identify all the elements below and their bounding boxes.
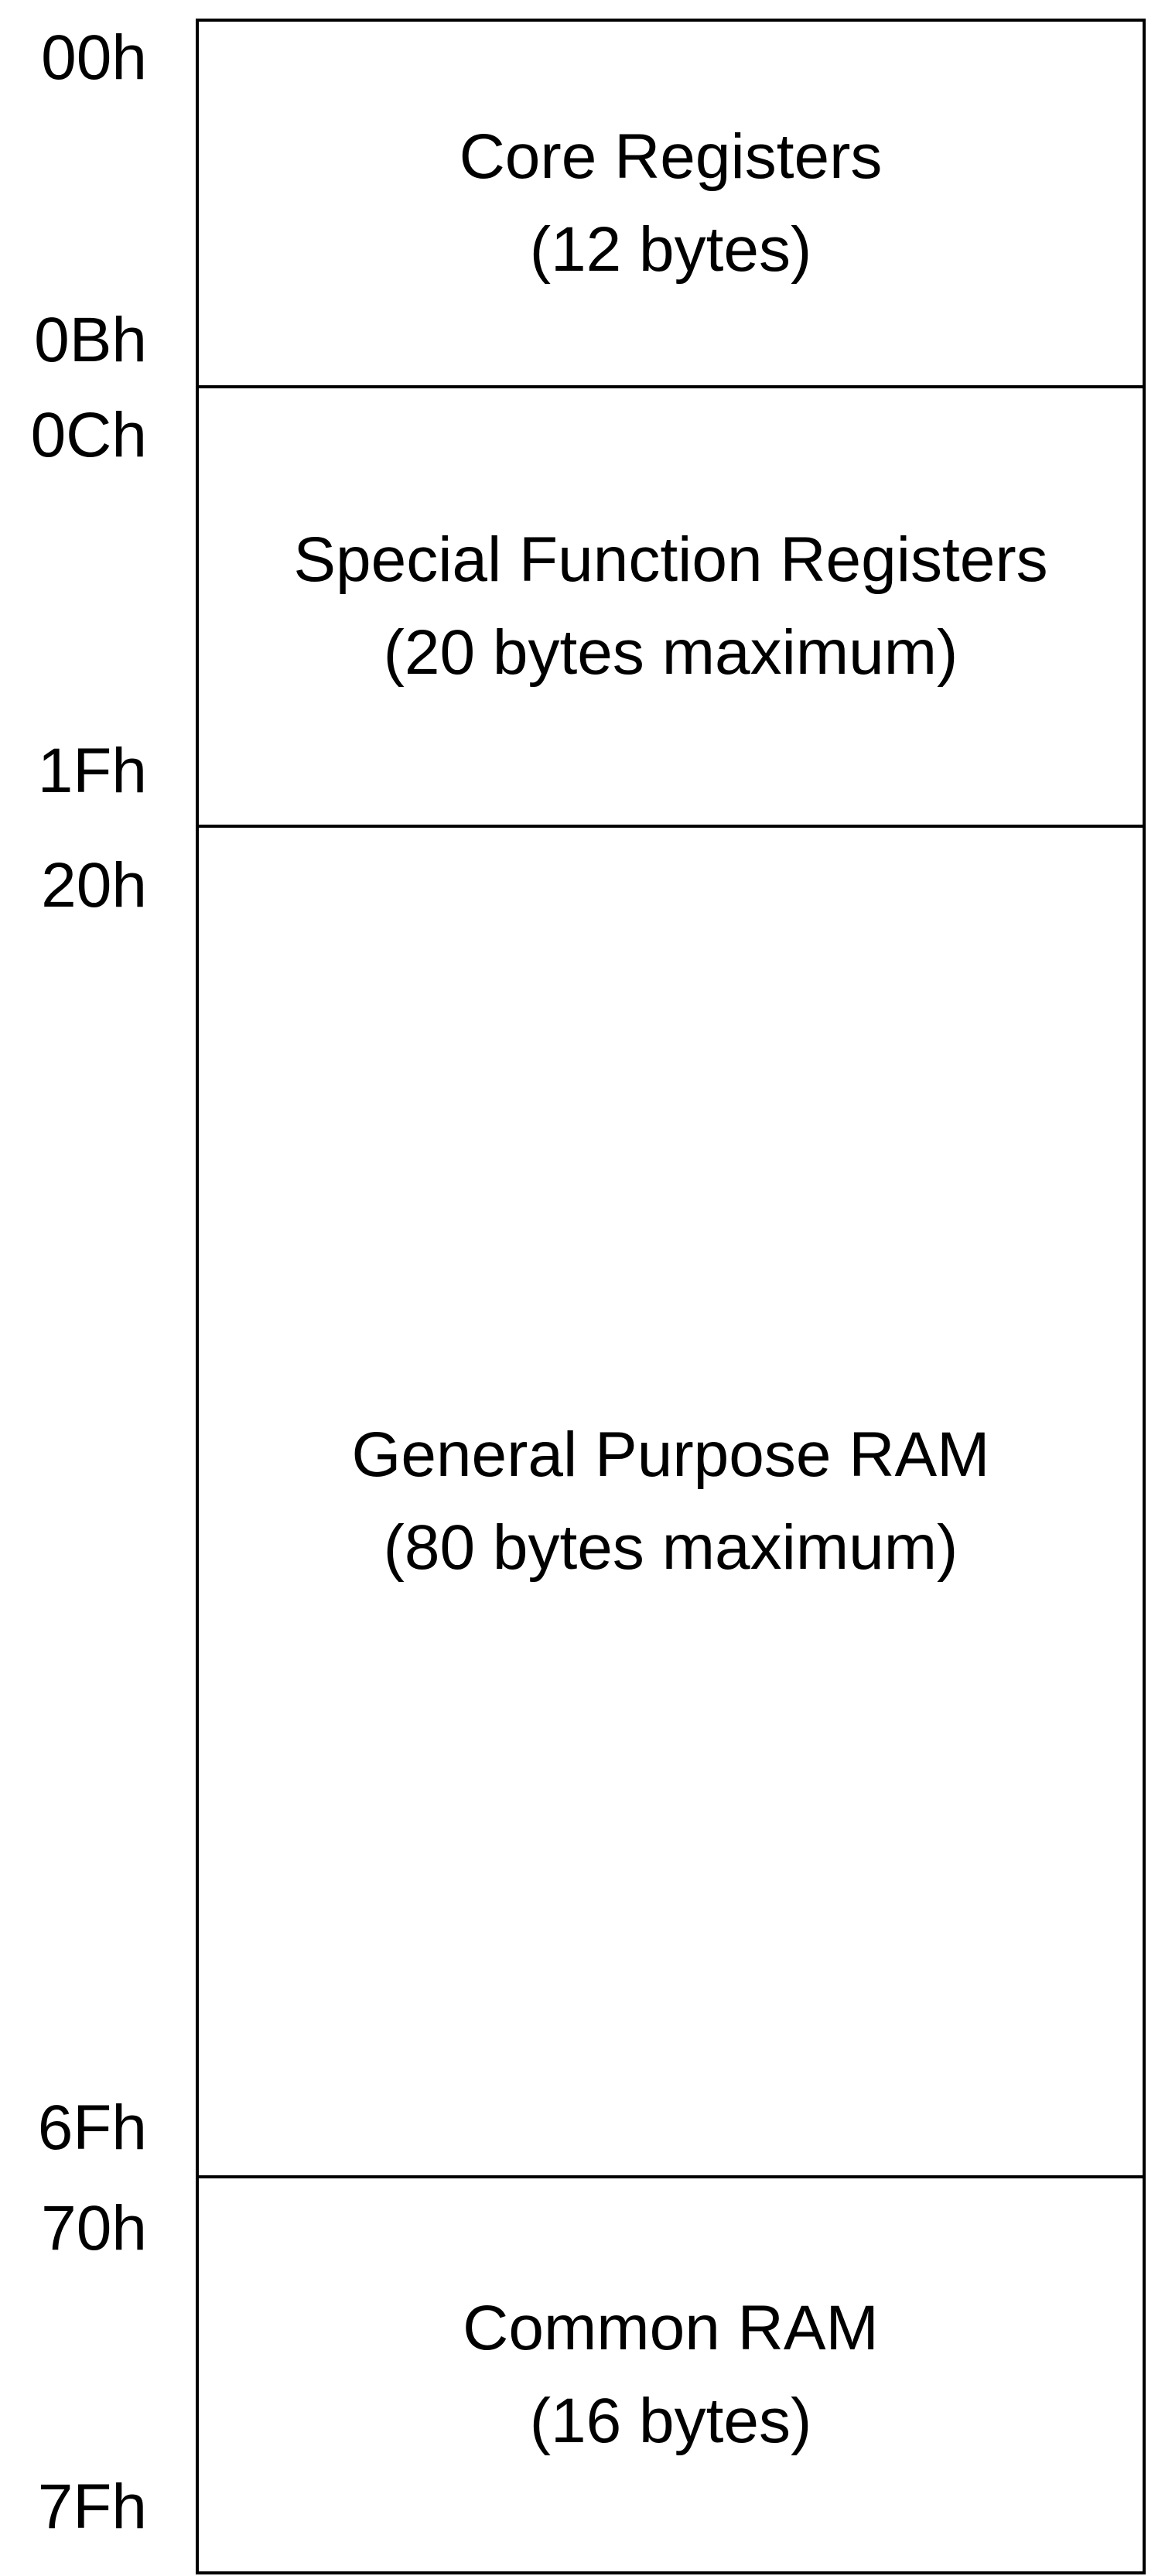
region-general-purpose-ram: General Purpose RAM (80 bytes maximum) [199,825,1143,2175]
region-sfr-label: Special Function Registers (20 bytes max… [293,514,1047,699]
address-label-common-end: 7Fh [37,2472,147,2542]
region-name: Common RAM [463,2293,879,2363]
region-gpr-label: General Purpose RAM (80 bytes maximum) [352,1409,990,1594]
region-size: (80 bytes maximum) [383,1512,958,1583]
region-common-ram-label: Common RAM (16 bytes) [463,2282,879,2468]
region-size: (12 bytes) [529,214,812,285]
region-name: Special Function Registers [293,524,1048,595]
memory-column: Core Registers (12 bytes) Special Functi… [196,19,1146,2574]
region-core-registers: Core Registers (12 bytes) [199,19,1143,385]
address-label-sfr-start: 0Ch [30,400,147,470]
region-common-ram: Common RAM (16 bytes) [199,2175,1143,2571]
address-label-common-start: 70h [41,2193,147,2263]
region-core-registers-label: Core Registers (12 bytes) [460,111,883,296]
address-label-core-start: 00h [41,22,147,93]
address-label-gpr-start: 20h [41,850,147,921]
region-special-function-registers: Special Function Registers (20 bytes max… [199,385,1143,825]
region-name: General Purpose RAM [351,1420,990,1490]
region-size: (16 bytes) [529,2386,812,2456]
region-size: (20 bytes maximum) [383,617,958,688]
region-name: Core Registers [459,121,883,192]
address-label-core-end: 0Bh [34,305,147,375]
address-label-sfr-end: 1Fh [37,736,147,806]
address-label-gpr-end: 6Fh [37,2093,147,2163]
